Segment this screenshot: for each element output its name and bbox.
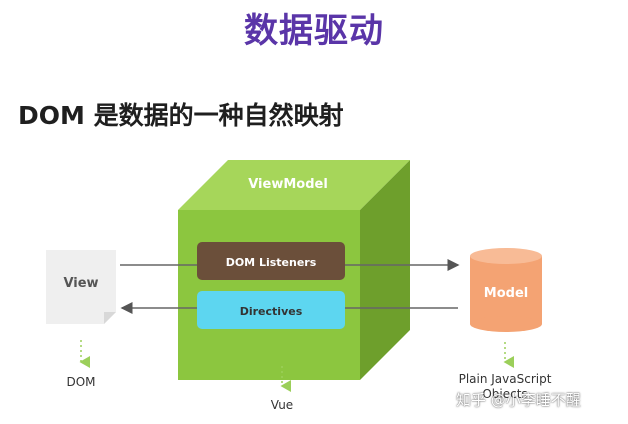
view-document: View	[46, 250, 116, 324]
dom-listeners-box	[197, 242, 345, 280]
model-cylinder-top	[470, 248, 542, 264]
subtitle: DOM 是数据的一种自然映射	[18, 101, 344, 130]
model-label: Model	[484, 286, 528, 301]
model-cylinder-body	[470, 256, 542, 324]
view-label: View	[63, 276, 98, 291]
vue-caption: Vue	[271, 398, 293, 412]
objects-caption: Objects	[482, 387, 527, 401]
viewmodel-label: ViewModel	[248, 177, 328, 192]
dom-caption: DOM	[66, 375, 95, 389]
model-cylinder-bottom	[470, 316, 542, 332]
watermark: 知乎 @小李睡不醒	[456, 391, 581, 409]
directives-box	[197, 291, 345, 329]
slide-title: 数据驱动	[244, 11, 384, 51]
view-document-shape	[46, 250, 116, 324]
cube-top-face	[178, 160, 410, 210]
model-cylinder: Model	[470, 248, 542, 332]
plain-js-caption: Plain JavaScript	[459, 372, 552, 386]
view-document-fold	[104, 312, 116, 324]
cube-side-face	[360, 160, 410, 380]
dom-listeners-label: DOM Listeners	[226, 256, 317, 269]
directives-label: Directives	[240, 305, 303, 318]
